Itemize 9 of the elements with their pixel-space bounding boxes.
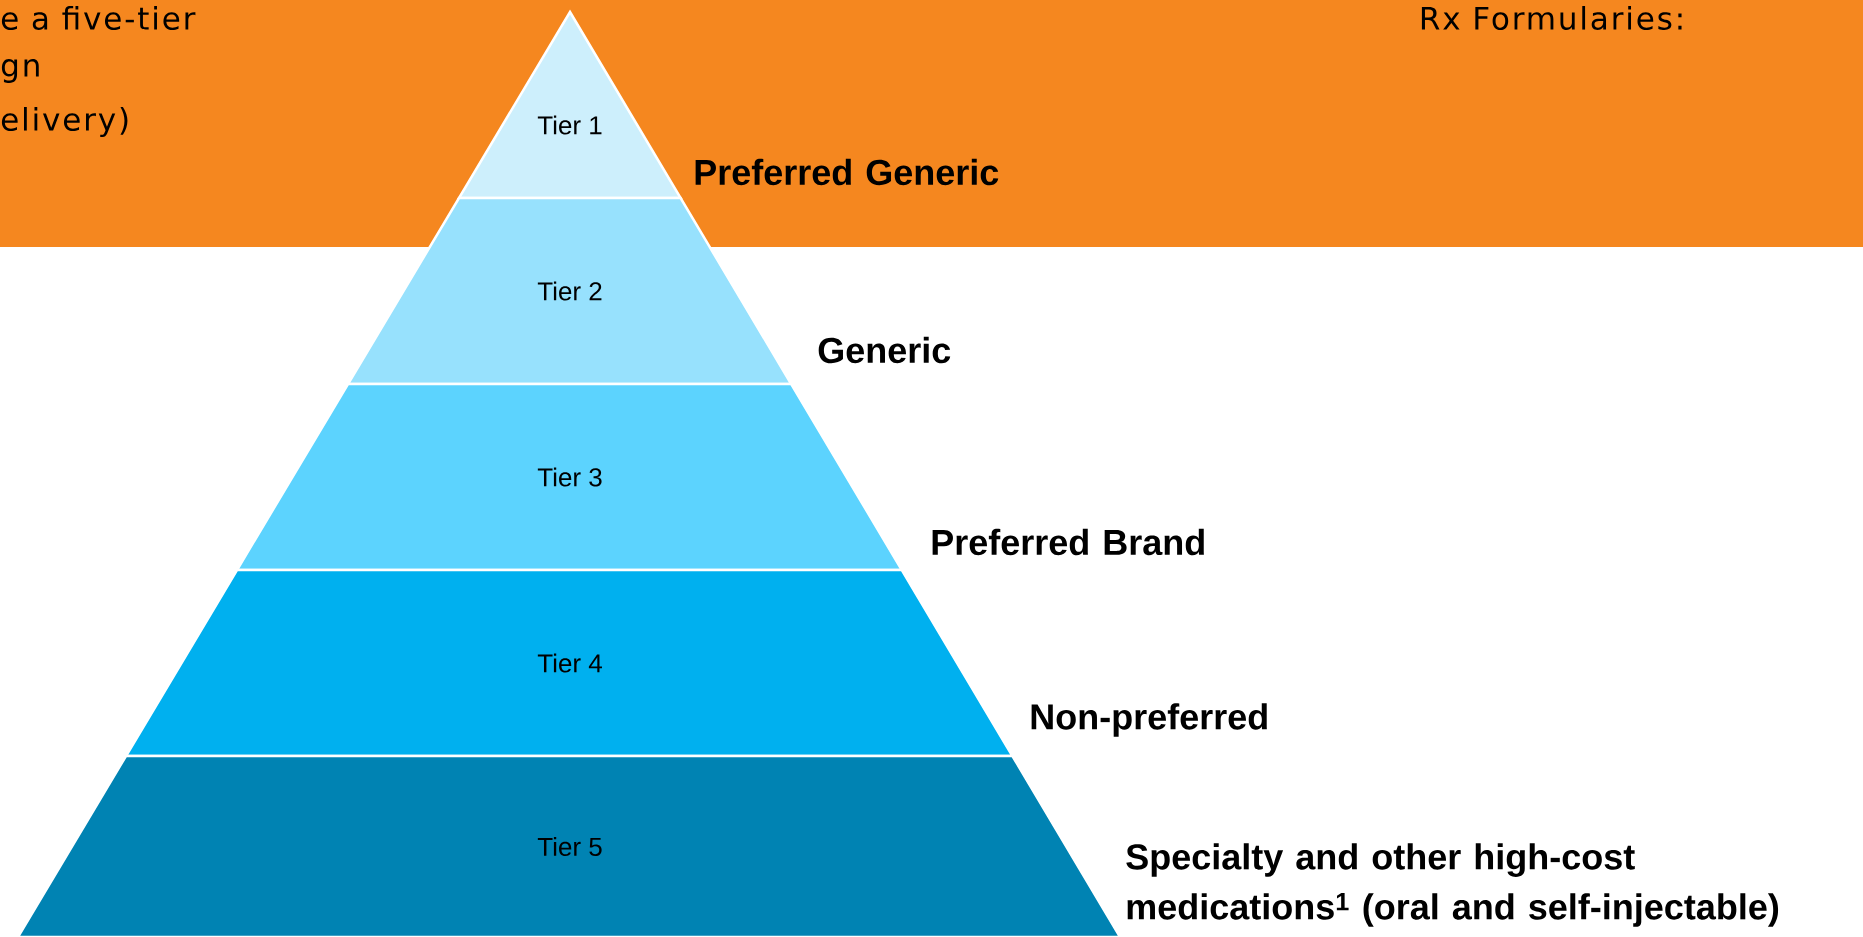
tier-name: Preferred Brand [932,528,1204,556]
header-text: gn [1,59,39,83]
tier-name: Generic [818,336,951,364]
header-text: Rx Formularies: [1421,6,1682,30]
tier-name: Non-preferred [1031,703,1267,737]
header-text: elivery) [1,107,128,137]
tier-name: Preferred Generic [695,158,999,186]
tier-name: Specialty and other high-cost medications$^{1}$ (oral and self-injectable) [1126,843,1779,927]
header-text: e a five-tier [1,6,196,30]
